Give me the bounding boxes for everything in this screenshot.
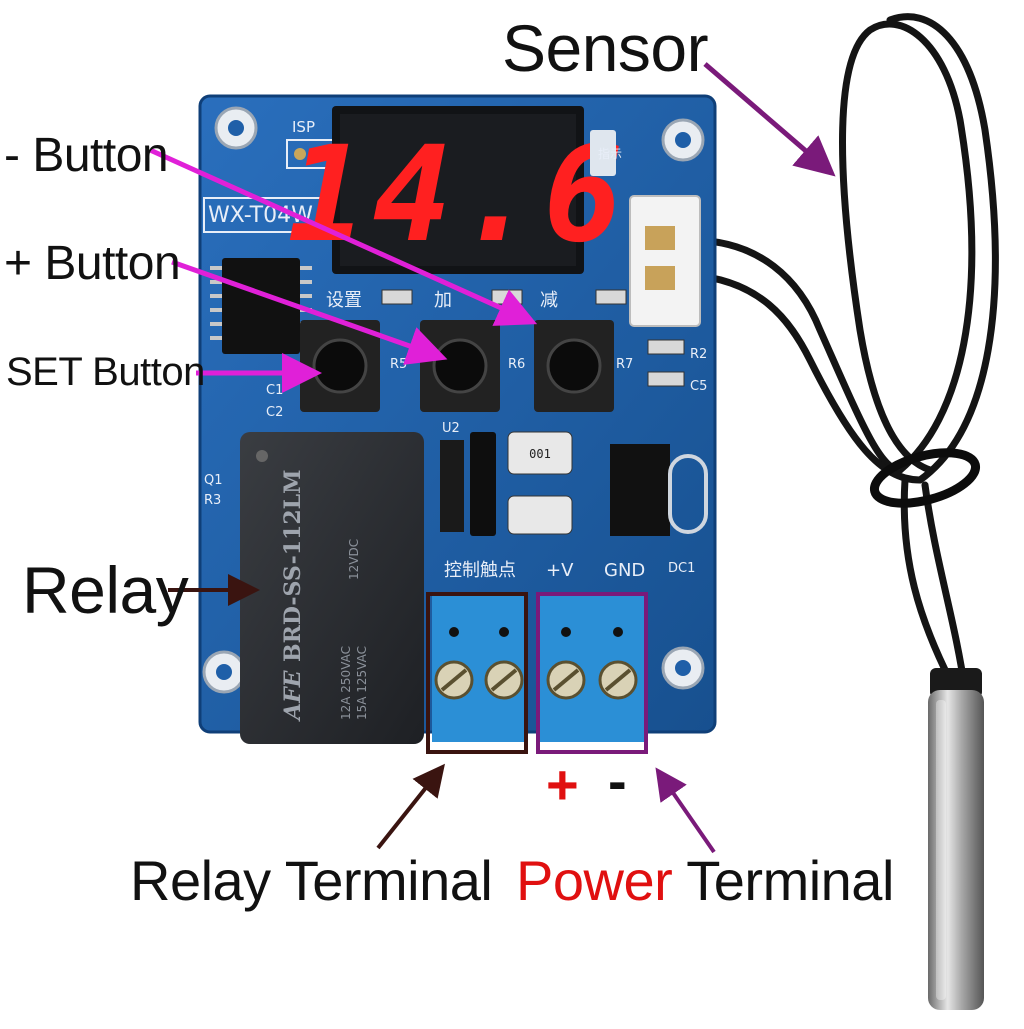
isp-label: ISP: [292, 118, 315, 136]
relay-icon: AFE BRD-SS-112LM 12A 250VAC 15A 125VAC 1…: [240, 432, 424, 744]
indicator-label: 指示: [598, 146, 622, 161]
temperature-readout: 14.6: [287, 118, 629, 272]
relay-label: Relay: [22, 553, 189, 627]
cn-add-label: 加: [434, 290, 452, 311]
relay-spec1-label: 12A 250VAC: [339, 646, 353, 720]
relay-coil-label: 12VDC: [347, 539, 361, 580]
gnd-label: GND: [604, 560, 645, 581]
temperature-probe-icon: [928, 668, 984, 1010]
r6-label: R6: [508, 357, 525, 372]
plus-v-label: +V: [546, 560, 574, 581]
cn-set-label: 设置: [326, 290, 362, 311]
r3-label: R3: [204, 493, 221, 508]
relay-terminal-highlight: [426, 592, 528, 754]
relay-terminal-arrow: [376, 763, 445, 850]
cable-tie-loop: [869, 448, 981, 508]
sensor-arrow: [703, 62, 836, 177]
seven-segment-display-icon: 14.6: [287, 106, 629, 274]
power-terminal-arrow: [655, 767, 716, 854]
sensor-connector-icon: [629, 195, 701, 327]
relay-terminal-label: Relay Terminal: [130, 849, 493, 912]
c1-label: C1: [266, 383, 283, 398]
minus-push-button-icon: [534, 320, 614, 412]
c2-label: C2: [266, 405, 283, 420]
set-button-label: SET Button: [6, 350, 205, 394]
minus-button-arrow: [148, 147, 538, 326]
pcb-board: ISP WX-T04W 14.6 指示 设置: [198, 94, 717, 744]
minus-button-label: - Button: [4, 129, 169, 182]
q1-label: Q1: [204, 473, 223, 488]
relay-contact-label: 控制触点: [444, 560, 516, 581]
relay-spec2-label: 15A 125VAC: [355, 646, 369, 720]
plus-button-arrow: [171, 259, 448, 365]
power-word: Power: [516, 849, 673, 912]
r2-label: R2: [690, 347, 707, 362]
power-terminal-label: Power Terminal: [516, 848, 894, 913]
relay-screw-terminal-icon: [432, 592, 524, 742]
u2-label: U2: [442, 421, 460, 436]
cn-sub-label: 减: [540, 290, 558, 311]
power-screw-terminal-icon: [540, 592, 644, 742]
dc1-label: DC1: [668, 561, 695, 576]
r5-label: R5: [390, 357, 407, 372]
negative-sign: -: [608, 749, 627, 812]
power-terminal-highlight: [536, 592, 648, 754]
transistor-icon: [610, 444, 708, 536]
relay-brand-label: AFE: [280, 669, 306, 722]
cap-code-label: 001: [529, 447, 551, 461]
r7-label: R7: [616, 357, 633, 372]
sensor-label: Sensor: [502, 11, 709, 85]
relay-model-label: BRD-SS-112LM: [280, 470, 306, 662]
terminal-word: Terminal: [686, 849, 894, 912]
plus-button-label: + Button: [4, 237, 181, 290]
sensor-cable: [686, 13, 999, 694]
plus-push-button-icon: [420, 320, 500, 412]
positive-sign: +: [546, 753, 579, 816]
c5-label: C5: [690, 379, 707, 394]
